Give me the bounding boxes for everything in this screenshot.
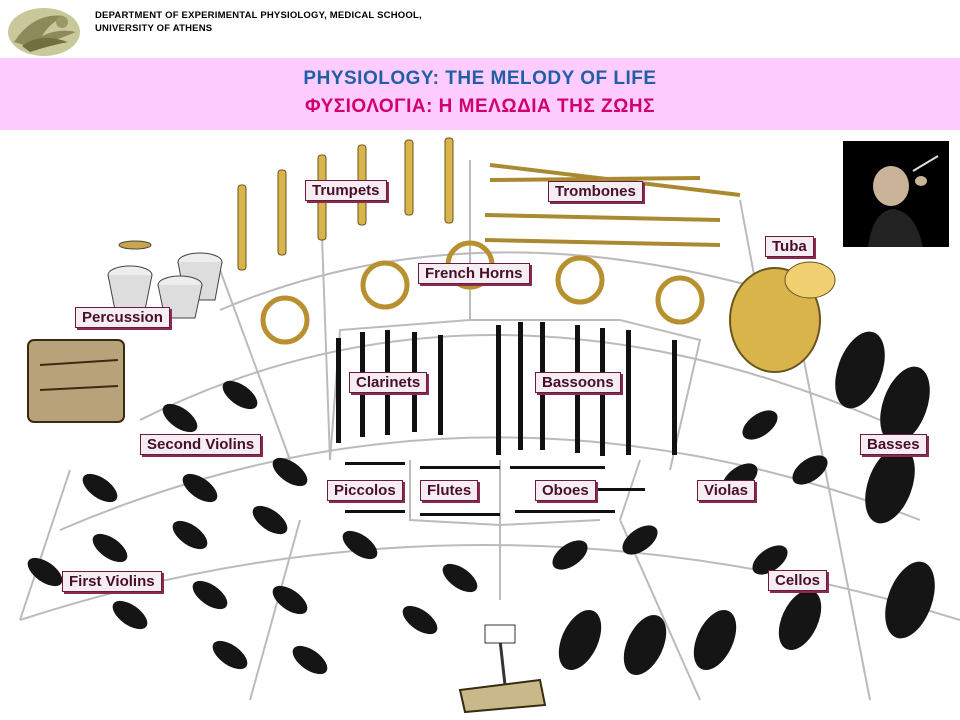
label-cellos: Cellos xyxy=(768,570,828,591)
label-tuba: Tuba xyxy=(765,236,814,257)
label-percussion: Percussion xyxy=(75,307,170,328)
department-line-2: UNIVERSITY OF ATHENS xyxy=(95,23,213,34)
label-first-violins: First Violins xyxy=(62,571,162,592)
page-title-english: PHYSIOLOGY: THE MELODY OF LIFE xyxy=(303,68,657,89)
department-header: DEPARTMENT OF EXPERIMENTAL PHYSIOLOGY, M… xyxy=(95,9,422,35)
title-banner xyxy=(0,58,960,130)
label-trombones: Trombones xyxy=(548,181,643,202)
university-logo xyxy=(8,8,80,56)
page-title-greek: ΦΥΣΙΟΛΟΓΙΑ: Η ΜΕΛΩΔΙΑ ΤΗΣ ΖΩΗΣ xyxy=(305,96,655,117)
label-french-horns: French Horns xyxy=(418,263,530,284)
conductor-photo xyxy=(843,141,949,247)
label-oboes: Oboes xyxy=(535,480,596,501)
label-basses: Basses xyxy=(860,434,927,455)
label-trumpets: Trumpets xyxy=(305,180,387,201)
woodwind-front-row xyxy=(345,462,645,516)
label-bassoons: Bassoons xyxy=(535,372,621,393)
conductor-podium xyxy=(458,624,547,714)
french-horn-section xyxy=(260,240,705,345)
low-string-sections xyxy=(558,331,935,675)
percussion-instruments xyxy=(27,240,223,423)
label-second-violins: Second Violins xyxy=(140,434,262,455)
label-violas: Violas xyxy=(697,480,755,501)
department-line-1: DEPARTMENT OF EXPERIMENTAL PHYSIOLOGY, M… xyxy=(95,10,422,21)
trombone-section xyxy=(484,163,741,247)
label-flutes: Flutes xyxy=(420,480,479,501)
tuba-instrument xyxy=(729,261,836,373)
label-piccolos: Piccolos xyxy=(327,480,403,501)
trumpet-section xyxy=(237,137,454,271)
label-clarinets: Clarinets xyxy=(349,372,428,393)
orchestra-seating-diagram xyxy=(19,137,960,714)
violin-sections xyxy=(27,380,828,675)
conductor-photo-image xyxy=(868,155,939,247)
